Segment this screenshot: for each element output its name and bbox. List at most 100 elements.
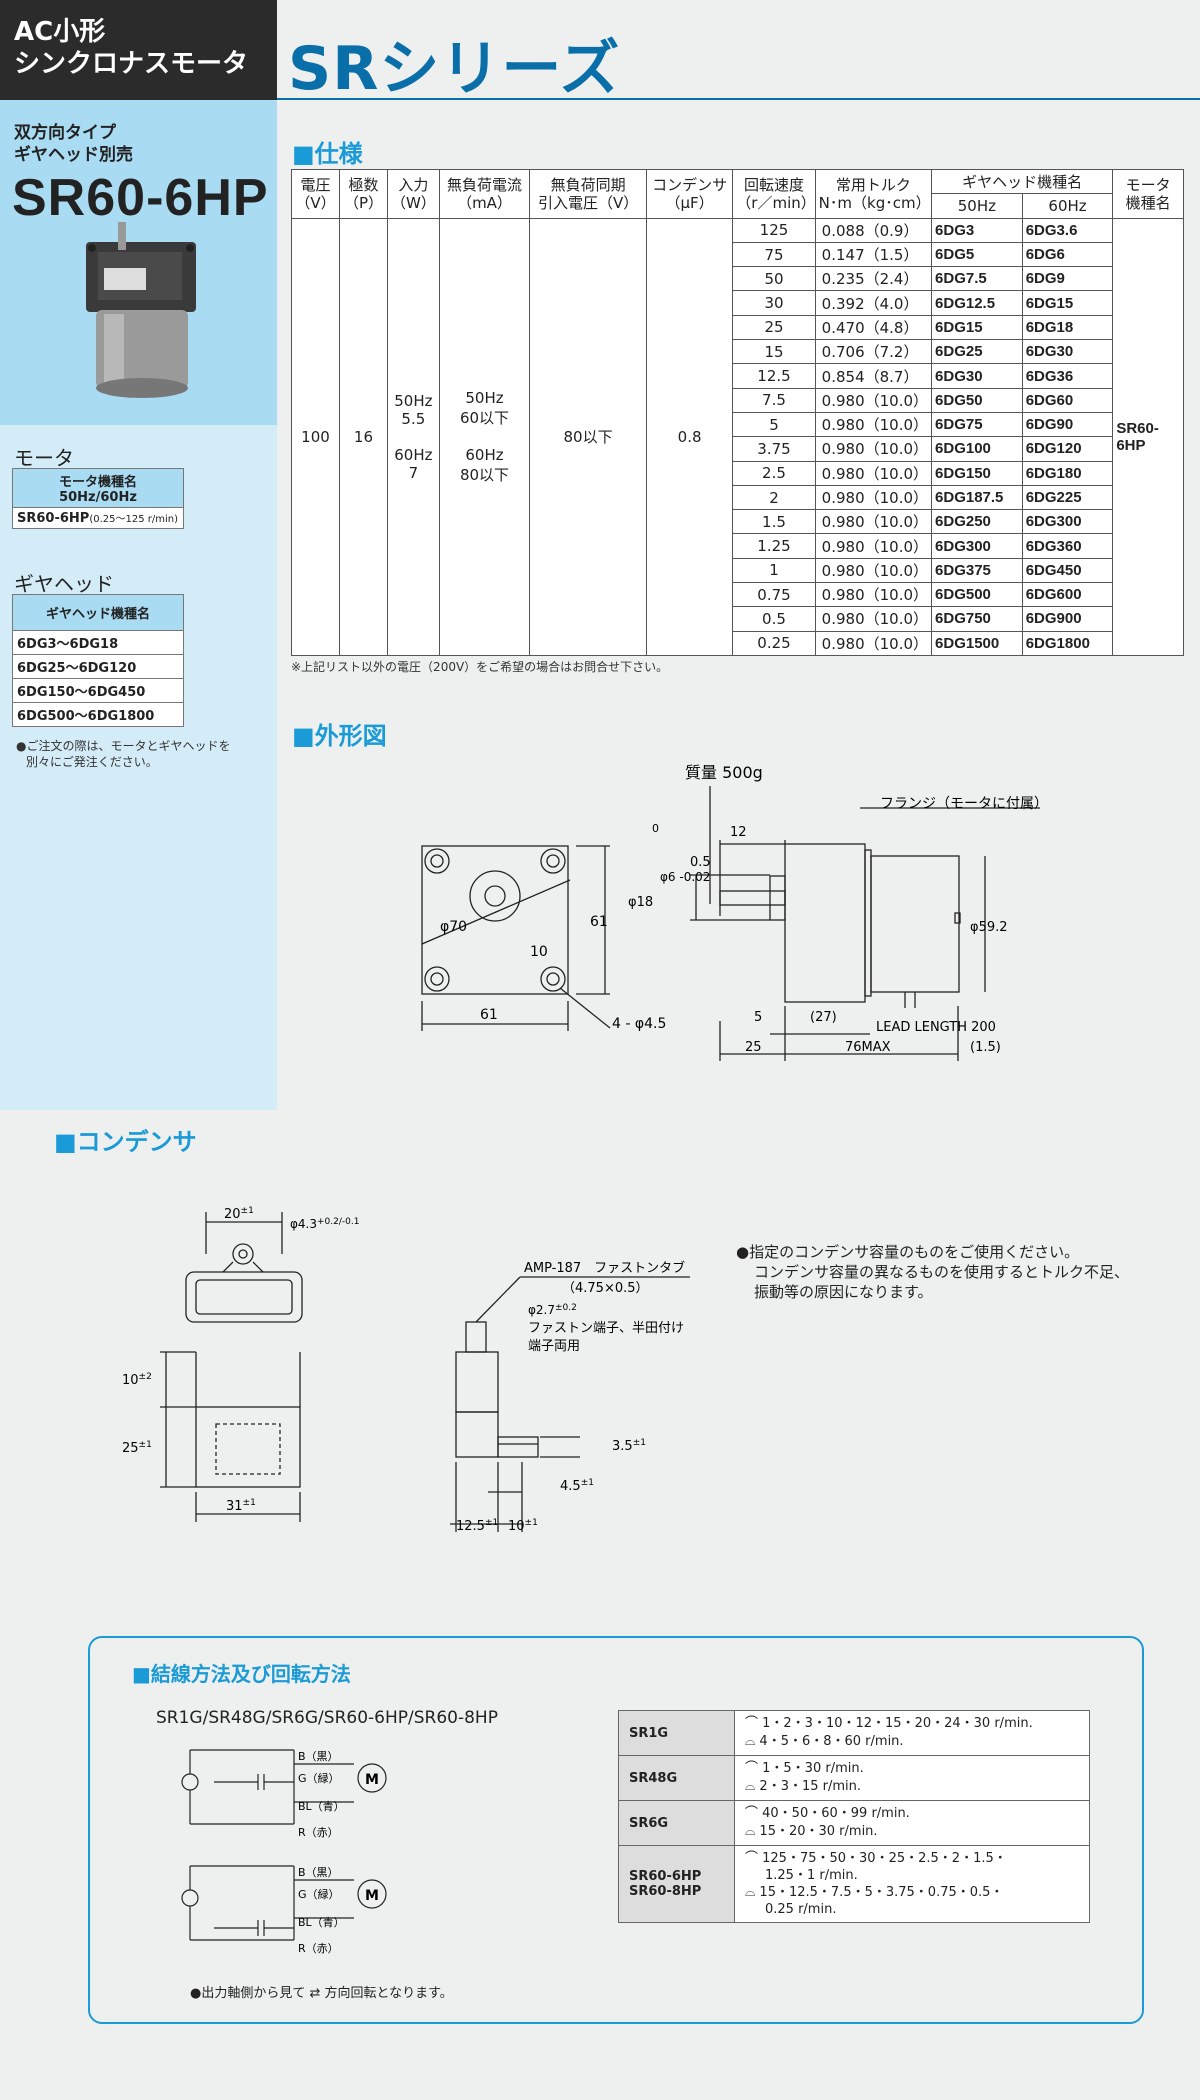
wiring-panel — [88, 1636, 1144, 2024]
cap-dim-20: 20±1 — [224, 1206, 254, 1222]
rotation-model-line2: SR60-8HP — [629, 1884, 702, 1899]
spec-cell-gear-60hz: 6DG600 — [1021, 582, 1114, 608]
col-gear-60hz: 60Hz — [1021, 193, 1114, 219]
product-subtitle: 双方向タイプ ギヤヘッド別売 — [14, 122, 133, 166]
header-input-unit: （W） — [390, 193, 436, 212]
outline-dim-15: (1.5) — [970, 1040, 1001, 1055]
spec-input-50-value: 5.5 — [401, 409, 426, 428]
spec-cell-gear-60hz: 6DG6 — [1021, 241, 1114, 268]
outline-dim-05: 0.5 — [690, 855, 711, 870]
spec-cell-gear-60hz: 6DG15 — [1021, 290, 1114, 316]
outline-section-title: ■外形図 — [292, 722, 387, 750]
category-line1: AC小形 — [14, 17, 106, 47]
cap-dim-10b: 10±1 — [508, 1518, 538, 1534]
spec-table: 電圧（V） 極数（P） 入力（W） 無負荷電流（mA） 無負荷同期引入電圧（V）… — [291, 168, 1184, 656]
rotation-table: SR1G ⌒ 1・2・3・10・12・15・20・24・30 r/min. ⌓ … — [618, 1710, 1090, 1923]
sidebar-bottom-panel — [0, 425, 277, 1110]
cap-dim-20-value: 20 — [224, 1207, 241, 1222]
spec-cell-speed: 7.5 — [732, 387, 816, 413]
outline-dim-61h: 61 — [590, 914, 608, 930]
col-sync-voltage: 無負荷同期引入電圧（V） — [529, 169, 647, 219]
spec-cell-speed: 50 — [732, 266, 816, 292]
outline-flange: フランジ（モータに付属） — [880, 796, 1040, 812]
header-voltage-unit: （V） — [295, 193, 336, 212]
spec-capacitor-value: 0.8 — [677, 427, 702, 446]
wire-b-label-2: B（黒） — [298, 1866, 339, 1879]
rotation-cw-value: 1・5・30 r/min. — [762, 1761, 864, 1776]
spec-motor-model-line1: SR60- — [1116, 419, 1159, 437]
rotation-cw: ⌒ 1・5・30 r/min. — [745, 1761, 864, 1776]
outline-dim-70: φ70 — [440, 919, 467, 935]
spec-cell-gear-50hz: 6DG150 — [931, 460, 1023, 486]
spec-cell-gear-50hz: 6DG500 — [931, 582, 1023, 608]
header-torque-unit: N･m（kg･cm） — [818, 193, 931, 212]
spec-cell-speed: 1.25 — [732, 533, 816, 559]
cap-dim-125-tol: ±1 — [485, 1518, 498, 1528]
rotation-ccw: ⌓ 4・5・6・8・60 r/min. — [745, 1734, 904, 1749]
col-gear-50hz: 50Hz — [931, 193, 1023, 219]
spec-current-50-value: 60以下 — [459, 408, 510, 427]
wire-bl-label-2: BL（青） — [298, 1916, 345, 1929]
cap-amp-size: （4.75×0.5） — [562, 1281, 649, 1296]
rotation-speeds: ⌒ 125・75・50・30・25・2.5・2・1.5・ 1.25・1 r/mi… — [734, 1845, 1090, 1923]
rotation-ccw-value: 15・20・30 r/min. — [759, 1824, 878, 1839]
spec-cell-gear-60hz: 6DG1800 — [1021, 630, 1114, 656]
subtitle-line1: 双方向タイプ — [14, 123, 116, 143]
gear-model-table: ギヤヘッド機種名 6DG3～6DG18 6DG25～6DG120 6DG150～… — [12, 594, 184, 727]
spec-cell-torque: 0.980（10.0） — [814, 630, 933, 656]
spec-cell-gear-60hz: 6DG450 — [1021, 557, 1114, 584]
header-speed: 回転速度 — [743, 175, 804, 194]
spec-cell-speed: 25 — [732, 314, 816, 341]
motor-photo — [86, 222, 196, 398]
spec-cell-gear-60hz: 6DG30 — [1021, 339, 1114, 365]
col-noload-current: 無負荷電流（mA） — [438, 169, 531, 219]
outline-dim-10: 10 — [530, 944, 548, 960]
header-input: 入力 — [398, 175, 429, 194]
spec-cell-speed: 5 — [732, 411, 816, 438]
cap-dim-43: φ4.3+0.2/-0.1 — [290, 1217, 359, 1231]
rotation-row: SR48G ⌒ 1・5・30 r/min. ⌓ 2・3・15 r/min. — [618, 1755, 1090, 1801]
spec-input-60: 60Hz — [394, 445, 433, 464]
model-name: SR60-6HP — [12, 169, 269, 227]
cap-dim-45-value: 4.5 — [560, 1479, 581, 1494]
cap-dim-43-value: φ4.3 — [290, 1217, 317, 1231]
capacitor-note: ●指定のコンデンサ容量のものをご使用ください。 コンデンサ容量の異なるものを使用… — [736, 1242, 1129, 1302]
cap-dim-27: φ2.7±0.2 — [528, 1303, 577, 1317]
spec-cell-gear-50hz: 6DG5 — [931, 241, 1023, 268]
wiring-diagram: B（黒） G（緑） BL（青） R（赤） M B（黒） G（緑） BL（青） R… — [181, 1749, 387, 1955]
order-note-line2: 別々にご発注ください。 — [26, 755, 158, 769]
spec-cell-gear-60hz: 6DG9 — [1021, 266, 1114, 292]
spec-current-60-value: 80以下 — [459, 465, 510, 484]
spec-cell-torque: 0.980（10.0） — [814, 509, 933, 535]
cap-dim-10b-tol: ±1 — [525, 1518, 538, 1528]
spec-cell-gear-50hz: 6DG50 — [931, 387, 1023, 413]
gear-table-row: 6DG25～6DG120 — [12, 654, 184, 679]
rotation-cw: ⌒ 1・2・3・10・12・15・20・24・30 r/min. — [745, 1716, 1033, 1731]
col-poles: 極数（P） — [338, 169, 388, 219]
rotation-model: SR6G — [618, 1800, 735, 1846]
cap-dim-10-tol: ±2 — [139, 1372, 152, 1382]
spec-cell-gear-60hz: 6DG900 — [1021, 606, 1114, 632]
header-noload-current-unit: （mA） — [457, 193, 512, 212]
outline-shaft-tol: φ6 -0.02 — [660, 870, 710, 884]
order-note: ●ご注文の際は、モータとギヤヘッドを 別々にご発注ください。 — [16, 738, 230, 770]
outline-drawing: 質量 500g フランジ（モータに付属） 61 61 φ70 10 4 - φ4… — [421, 763, 1040, 1061]
spec-cell-torque: 0.980（10.0） — [814, 533, 933, 559]
cap-dim-10-value: 10 — [122, 1373, 139, 1388]
brand-block: AC小形 シンクロナスモータ — [0, 0, 277, 100]
outline-dim-61w: 61 — [480, 1007, 498, 1023]
header-rule — [277, 98, 1200, 100]
col-voltage: 電圧（V） — [291, 169, 340, 219]
motor-table-model: SR60-6HP — [17, 511, 90, 526]
spec-cell-gear-50hz: 6DG75 — [931, 411, 1023, 438]
cap-dim-20-tol: ±1 — [241, 1206, 254, 1216]
spec-cell-gear-60hz: 6DG90 — [1021, 411, 1114, 438]
spec-cell-torque: 0.980（10.0） — [814, 484, 933, 511]
spec-cell-gear-50hz: 6DG750 — [931, 606, 1023, 632]
